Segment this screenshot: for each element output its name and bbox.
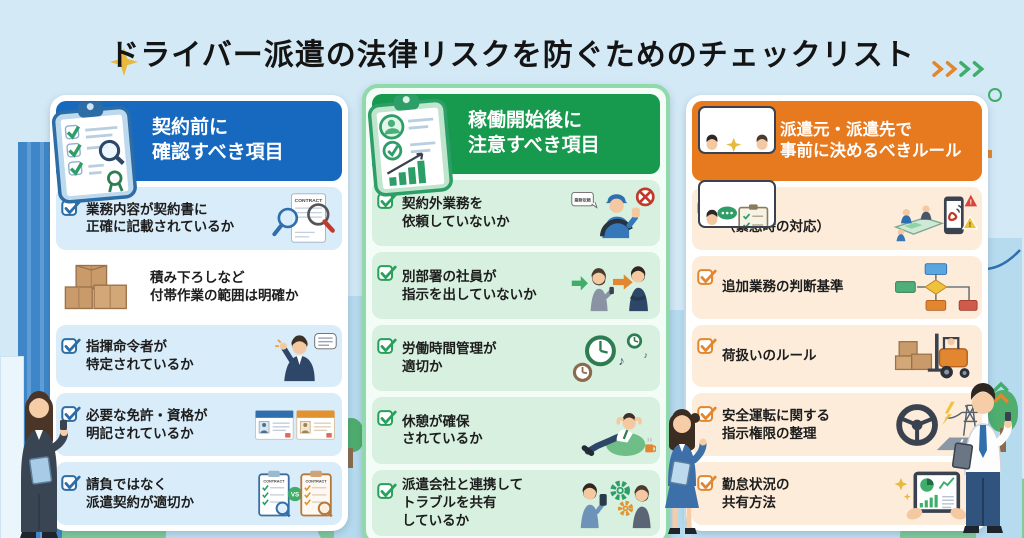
contract-label: CONTRACT — [263, 479, 285, 483]
sparkle-gold-icon — [110, 48, 138, 76]
staff-giving-directions-illustration — [570, 259, 656, 313]
checklist-item-text: 追加業務の判断基準 — [722, 279, 844, 295]
checklist-item: 派遣会社と連携して トラブルを共有 しているか — [372, 469, 660, 537]
column-header-text: 稼働開始後に 注意すべき項目 — [468, 110, 600, 156]
businesswoman-left — [8, 382, 70, 538]
checklist-item-text: 契約外業務を 依頼していないか — [402, 196, 510, 230]
chevrons-up-icon — [993, 381, 1009, 404]
businessman-right — [950, 378, 1016, 538]
vs-label: VS — [291, 491, 299, 498]
checklist-item-text: 請負ではなく 派遣契約が適切か — [86, 476, 194, 510]
checklist-item-text: 安全運転に関する 指示権限の整理 — [722, 407, 830, 441]
briefing-checklist-icon — [698, 179, 776, 228]
contract-with-magnifiers-illustration: CONTRACT — [252, 191, 338, 245]
svg-text:!: ! — [969, 221, 971, 229]
column-header-text: 契約前に 確認すべき項目 — [152, 117, 284, 163]
phone-gears-collaboration-illustration — [570, 476, 656, 530]
svg-text:!: ! — [970, 199, 972, 207]
column-before-contract-items: 業務内容が契約書に 正確に記載されているか CONTRACT — [56, 181, 342, 525]
businesswoman-middle — [650, 402, 714, 538]
contract-label: CONTRACT — [295, 198, 323, 204]
checklist-item: 勤怠状況の 共有方法 — [692, 462, 982, 525]
checklist-item: 請負ではなく 派遣契約が適切か CONTRACT VS — [56, 462, 342, 525]
checklist-item-text: 派遣会社と連携して トラブルを共有 しているか — [402, 477, 524, 528]
checklist-item-text: 休憩が確保 されているか — [402, 413, 483, 447]
clipboard-checklist-magnifier-icon — [46, 72, 139, 204]
circle-outline-icon — [988, 88, 1002, 102]
checklist-item-text: 必要な免許・資格が 明記されているか — [86, 407, 208, 441]
tablet-attendance-charts-illustration — [892, 467, 978, 521]
pointing-businessman-illustration — [252, 329, 338, 383]
cardboard-boxes-illustration — [60, 260, 146, 314]
svg-text:♪: ♪ — [618, 354, 624, 368]
checkbox-icon — [696, 335, 718, 357]
checkbox-icon — [376, 480, 398, 502]
clipboard-person-chart-icon — [362, 65, 455, 197]
column-before-contract: 契約前に 確認すべき項目 業務内容が契約書に 正確に記載されているか CONTR… — [50, 95, 348, 531]
header-illustration-tiles — [698, 85, 776, 253]
column-after-start-items: 契約外業務を 依頼していないか 業務依頼 — [372, 174, 660, 537]
clocks-illustration: ♪ ♪ — [570, 331, 656, 385]
checklist-item-text: 積み下ろしなど 付帯作業の範囲は明確か — [150, 270, 299, 304]
checklist-item: 積み下ろしなど 付帯作業の範囲は明確か — [56, 256, 342, 319]
column-after-start-header: 稼働開始後に 注意すべき項目 — [367, 93, 660, 197]
contract-comparison-vs-illustration: CONTRACT VS CONTRACT — [252, 467, 338, 521]
checklist-item: 指揮命令者が 特定されているか — [56, 324, 342, 388]
license-cards-illustration — [252, 398, 338, 452]
square-dot-icon — [984, 150, 992, 158]
building-left-white — [0, 356, 24, 538]
contract-label: CONTRACT — [306, 479, 328, 483]
checklist-item-text: 業務内容が契約書に 正確に記載されているか — [86, 201, 235, 235]
page-title: ドライバー派遣の法律リスクを防ぐためのチェックリスト — [109, 39, 915, 73]
checklist-item: 別部署の社員が 指示を出していないか — [372, 252, 660, 319]
tree-trunk — [348, 448, 353, 468]
request-bubble-label: 業務依頼 — [573, 197, 591, 203]
column-after-start: 稼働開始後に 注意すべき項目 契約外業務を 依頼していないか 業務依頼 — [362, 84, 670, 538]
checkbox-icon — [376, 335, 398, 357]
checklist-item-text: 荷扱いのルール — [722, 348, 817, 364]
column-rules-in-advance-header: 派遣元・派遣先で 事前に決めるべきルール — [692, 101, 982, 228]
checkbox-icon — [376, 407, 398, 429]
column-header-text: 派遣元・派遣先で 事前に決めるべきルール — [780, 120, 962, 160]
checklist-item-text: 労働時間管理が 適切か — [402, 341, 497, 375]
decision-flowchart-illustration — [892, 260, 978, 314]
checklist-item: 安全運転に関する 指示権限の整理 — [692, 393, 982, 457]
column-before-contract-header: 契約前に 確認すべき項目 — [51, 100, 342, 204]
checklist-item-text: 勤怠状況の 共有方法 — [722, 476, 790, 510]
svg-text:♪: ♪ — [643, 350, 647, 360]
checkbox-icon — [696, 266, 718, 288]
chevrons-right-icon — [932, 61, 985, 77]
checklist-item: 休憩が確保 されているか — [372, 397, 660, 464]
checkbox-icon — [376, 262, 398, 284]
checklist-item: 必要な免許・資格が 明記されているか — [56, 393, 342, 457]
driver-refusing-request-illustration: 業務依頼 — [570, 186, 656, 240]
checkbox-icon — [60, 403, 82, 425]
handshake-icon — [698, 106, 776, 155]
checkbox-icon — [696, 472, 718, 494]
emergency-map-phone-alerts-illustration: ! ! — [892, 191, 979, 245]
checklist-item-text: 指揮命令者が 特定されているか — [86, 339, 194, 372]
column-rules-in-advance-items: 連絡経路 （緊急時の対応） ! ! — [692, 181, 982, 525]
forklift-with-boxes-illustration — [892, 329, 978, 383]
checklist-item: 荷扱いのルール — [692, 324, 982, 388]
checklist-item-text: 別部署の社員が 指示を出していないか — [402, 268, 537, 302]
checklist-item: 追加業務の判断基準 — [692, 255, 982, 319]
checkbox-icon — [60, 335, 82, 357]
resting-worker-coffee-illustration — [570, 403, 657, 457]
checklist-item: 契約外業務を 依頼していないか 業務依頼 — [372, 180, 660, 247]
column-rules-in-advance: 派遣元・派遣先で 事前に決めるべきルール 連絡経路 （緊急時の対応） — [686, 95, 988, 531]
checkbox-icon — [60, 472, 82, 494]
checklist-item: 労働時間管理が 適切か ♪ ♪ — [372, 324, 660, 392]
